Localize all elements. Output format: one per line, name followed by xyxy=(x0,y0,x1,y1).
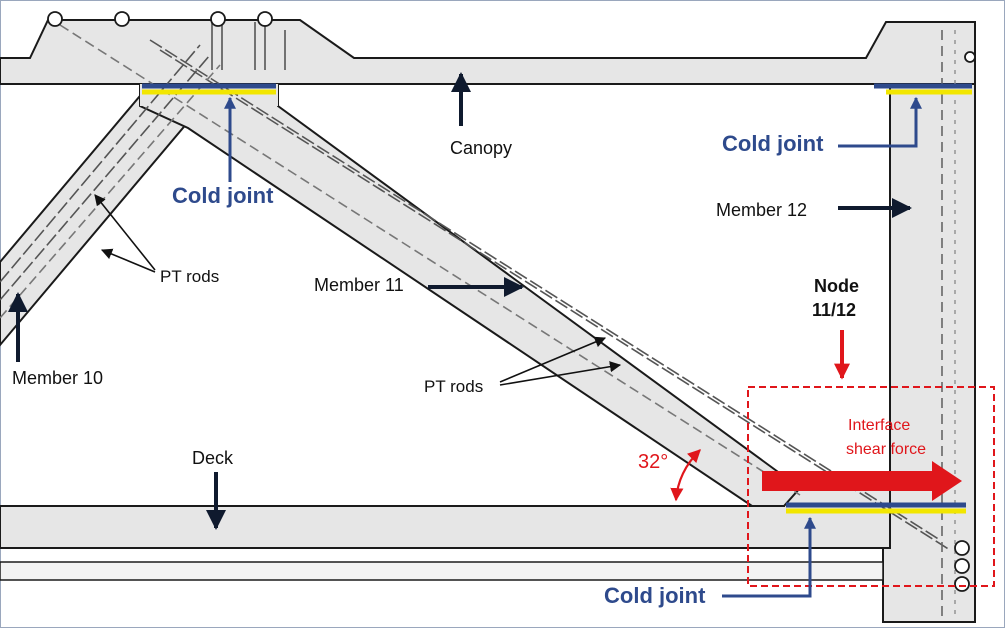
anchor-circle xyxy=(954,540,970,556)
canopy-slab xyxy=(0,19,976,85)
node-label-line2: 11/12 xyxy=(812,300,856,320)
rod-anchors xyxy=(47,11,976,592)
deck-label: Deck xyxy=(192,448,234,468)
deck-lower-band xyxy=(0,561,884,581)
anchor-circle xyxy=(47,11,63,27)
cold-joint-pointers xyxy=(224,96,922,598)
interface-label-line1: Interface xyxy=(848,417,910,434)
pt-rod-m11-a xyxy=(149,39,941,541)
pt-rod-m11-b xyxy=(159,49,951,551)
anchor-circle xyxy=(114,11,130,27)
node-11-12-box xyxy=(747,386,995,587)
cold-joint-label-top-right: Cold joint xyxy=(722,131,824,156)
cold-joint-label-bottom: Cold joint xyxy=(604,583,706,608)
anchor-circle xyxy=(954,576,970,592)
cold-joint-label-top-left: Cold joint xyxy=(172,183,274,208)
pt-rods xyxy=(0,22,956,620)
pt-rod-pointers xyxy=(94,194,622,386)
member-10-label: Member 10 xyxy=(12,368,103,388)
dark-arrows xyxy=(7,72,912,530)
interface-label-line2: shear force xyxy=(846,441,926,458)
pt-rods-center-label: PT rods xyxy=(424,377,483,396)
interface-shear-arrow xyxy=(762,461,962,501)
canopy-label: Canopy xyxy=(450,138,512,158)
angle-label: 32° xyxy=(638,451,668,473)
member-11-label: Member 11 xyxy=(314,275,404,295)
cold-joint-pointer-top-right xyxy=(838,96,922,148)
member-12-label: Member 12 xyxy=(716,200,807,220)
anchor-circle xyxy=(964,51,976,63)
cold-joints xyxy=(142,83,972,514)
cold-joint-pointer-bottom xyxy=(722,516,816,598)
pt-rod-m10-c xyxy=(0,64,221,319)
pt-rod-m11-c xyxy=(59,24,801,496)
angle-arc xyxy=(670,449,701,502)
anchor-circle xyxy=(257,11,273,27)
node-label-line1: Node xyxy=(814,276,859,296)
anchor-circle xyxy=(210,11,226,27)
pt-rods-left-label: PT rods xyxy=(160,267,219,286)
concrete-structure xyxy=(0,19,976,623)
anchor-circle xyxy=(954,558,970,574)
